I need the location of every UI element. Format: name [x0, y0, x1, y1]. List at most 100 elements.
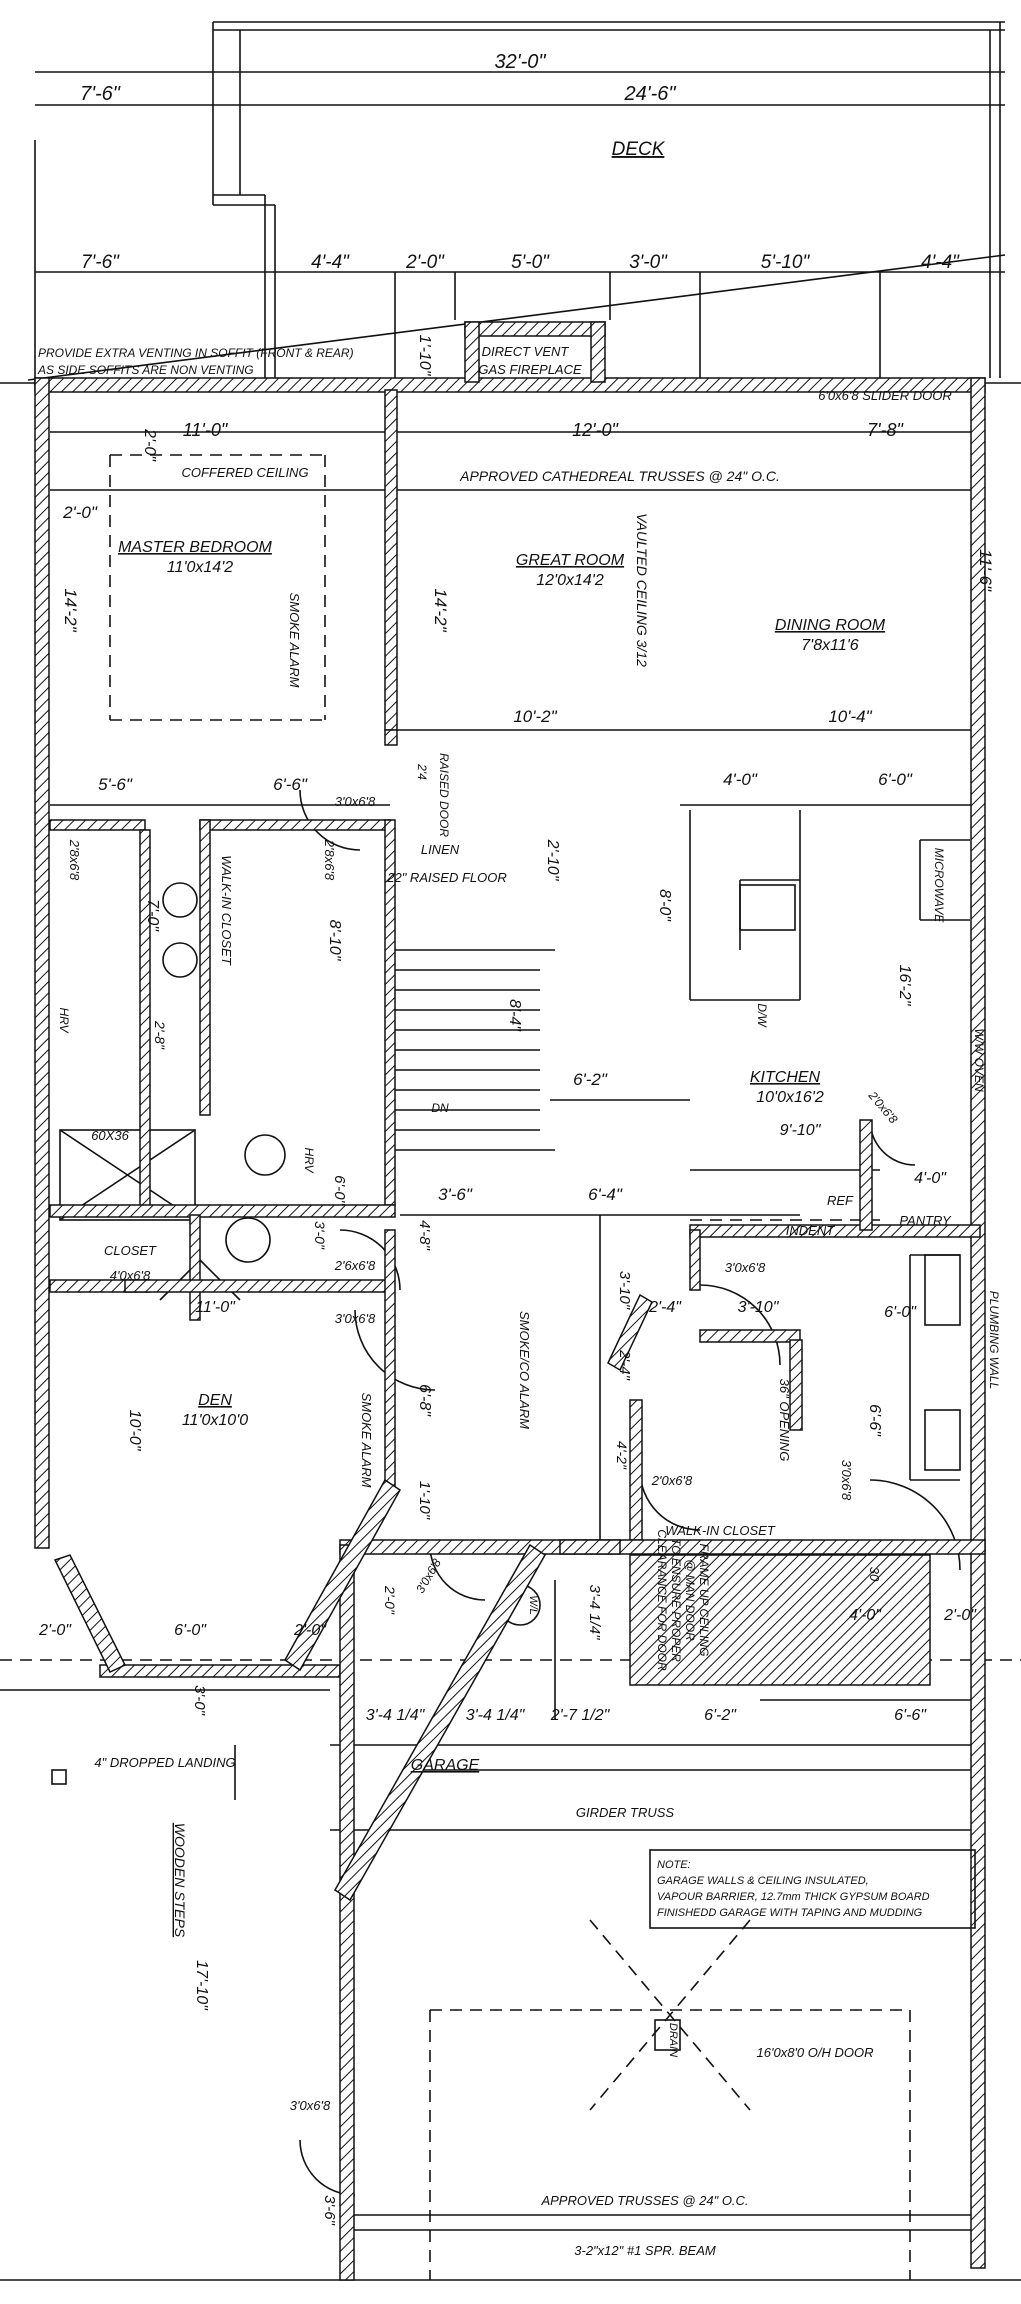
trusses-label: APPROVED TRUSSES @ 24" O.C. [540, 2193, 748, 2208]
dim: 4'-0" [914, 1170, 947, 1187]
dim: 2'-7 1/2" [550, 1707, 611, 1724]
laundry-sink-icon [924, 1409, 961, 1471]
plumbing-wall-label: PLUMBING WALL [987, 1291, 1001, 1389]
dim: 3'-0" [629, 252, 668, 273]
door-label: 3'0x6'8 [839, 1460, 854, 1501]
walk-in-closet-label: WALK-IN CLOSET [219, 855, 234, 966]
dim-deck-left: 7'-6" [80, 83, 121, 105]
dim: 2'-0" [38, 1622, 72, 1639]
dim: 2'-10" [544, 839, 561, 882]
dim: 11'-6" [976, 549, 995, 592]
dim: 4'-4" [311, 252, 350, 273]
plan-labels: 32'-0"7'-6"24'-6"DECK7'-6"4'-4"2'-0"5'-0… [37, 51, 1001, 2258]
closet-label: CLOSET [104, 1243, 157, 1258]
soffit-note: PROVIDE EXTRA VENTING IN SOFFIT (FRONT &… [38, 346, 354, 360]
fixture-icon [225, 1217, 271, 1263]
stairs-down-label: DN [431, 1101, 449, 1115]
dim: 6'-4" [588, 1185, 623, 1204]
garage-note-box [649, 1849, 976, 1929]
wall [53, 1554, 127, 1673]
door-label: 3'0x6'8 [335, 794, 376, 809]
door-label: 4'0x6'8 [110, 1268, 151, 1283]
wall [199, 819, 211, 1116]
dim: 2'-0" [293, 1622, 327, 1639]
cathedral-trusses-label: APPROVED CATHEDREAL TRUSSES @ 24" O.C. [459, 468, 780, 484]
wall-oven-label: W/W OVEN [972, 1028, 986, 1092]
wall [334, 1543, 546, 1902]
wall [384, 1229, 396, 1491]
garage-note: GARAGE WALLS & CEILING INSULATED, [657, 1875, 869, 1887]
dim: 2'4 [415, 763, 429, 780]
dim: 2'-0" [382, 1585, 398, 1615]
drain-label: DRAIN [667, 2023, 679, 2057]
wall [384, 389, 398, 731]
plan-linework [0, 21, 1021, 2281]
garage-note: FINISHEDD GARAGE WITH TAPING AND MUDDING [657, 1907, 923, 1919]
dim: 2'-4" [616, 1349, 633, 1381]
dim: 6'-6" [273, 775, 308, 794]
dim: 3'-0" [312, 1221, 328, 1250]
room-size: 11'0x14'2 [167, 559, 233, 576]
post-icon [51, 1769, 67, 1785]
wall [464, 321, 606, 337]
room-size: 7'8x11'6 [801, 637, 859, 654]
wall [189, 1214, 201, 1321]
dim: 14'-2" [431, 588, 450, 632]
wall [629, 1554, 931, 1686]
wall [139, 829, 151, 1216]
door-swing [299, 789, 361, 851]
dim: 6'-2" [704, 1707, 737, 1724]
dim: 2'-0" [943, 1607, 977, 1624]
dim: 4'-8" [416, 1220, 433, 1251]
dashed-line [589, 1919, 751, 2111]
room-size: 12'0x14'2 [536, 572, 604, 589]
door-swing [354, 1309, 436, 1391]
dim: 3'-4 1/4" [586, 1585, 603, 1641]
dim: 6'-6" [866, 1404, 883, 1437]
opening-label: 36" OPENING [777, 1379, 792, 1462]
door-label: 3'0x6'8 [335, 1311, 376, 1326]
door-swing [869, 1119, 916, 1166]
shower-icon [59, 1129, 196, 1221]
dim: 12'-0" [572, 420, 619, 440]
wooden-steps-label: WOODEN STEPS [172, 1823, 188, 1938]
dim: 3'-10" [738, 1299, 780, 1316]
dishwasher-label: D/W [755, 1003, 769, 1028]
garage-note: VAPOUR BARRIER, 12.7mm THICK GYPSUM BOAR… [657, 1891, 930, 1903]
kitchen-sink-icon [739, 884, 796, 931]
dim: 11'-0" [183, 420, 229, 440]
dim: 16'-2" [896, 965, 913, 1007]
dim: 1'-10" [416, 1481, 433, 1520]
wall [559, 1539, 621, 1555]
hrv-label: HRV [57, 1007, 71, 1033]
soffit-note: AS SIDE SOFFITS ARE NON VENTING [37, 363, 254, 377]
dim: 2'-0" [62, 503, 98, 522]
washer-icon [924, 1254, 961, 1326]
walls [34, 321, 986, 2281]
indent-label: INDENT [786, 1223, 835, 1238]
wall [384, 729, 398, 746]
room-garage: GARAGE [411, 1757, 480, 1774]
wall [124, 1279, 391, 1293]
dim-deck-right: 24'-6" [624, 83, 677, 105]
room-den: DEN [198, 1392, 232, 1409]
wall [99, 1664, 341, 1678]
garage-note: NOTE: [657, 1859, 691, 1871]
fridge-label: REF [827, 1193, 854, 1208]
dim: 6'-6" [894, 1707, 927, 1724]
furnace-label: 30 [867, 1567, 882, 1582]
dim: 4'-2" [614, 1441, 630, 1470]
frame-note: TO ENSURE PROPER [669, 1538, 683, 1662]
shower-label: 60X36 [91, 1128, 129, 1143]
wall [607, 1293, 653, 1372]
door-label: 3'0x6'8 [290, 2098, 331, 2113]
dim: 3'-6" [438, 1185, 473, 1204]
door-label: 2'8x6'8 [322, 839, 337, 881]
room-kitchen: KITCHEN [750, 1069, 821, 1086]
wall [629, 1399, 643, 1541]
dim: 3'-10" [616, 1271, 633, 1310]
wall [49, 819, 146, 831]
dim: 7'-0" [144, 899, 161, 932]
dimension-line [27, 254, 1006, 381]
